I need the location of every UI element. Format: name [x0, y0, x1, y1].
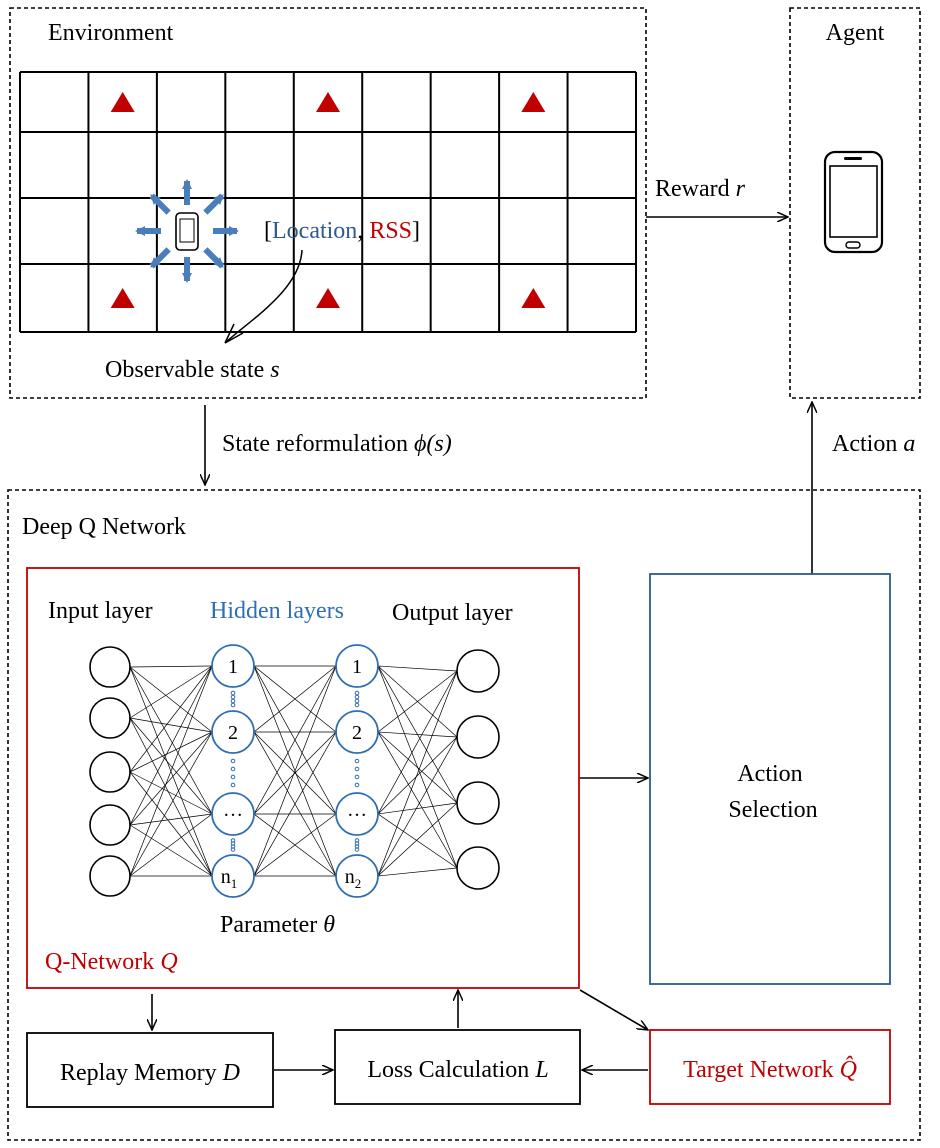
- hidden-node-layer2: [335, 644, 379, 688]
- replay-memory-box: [26, 1032, 274, 1108]
- loss-calculation-box: [334, 1029, 581, 1105]
- state-rss: RSS: [369, 218, 412, 244]
- target-network-box: [649, 1029, 891, 1105]
- q-network-label: Q-Network Q: [45, 949, 178, 975]
- output-layer-label: Output layer: [392, 600, 513, 626]
- dqn-box: [7, 489, 921, 1141]
- hidden-node-layer1: [211, 644, 255, 688]
- hidden-node-layer2: [335, 854, 379, 898]
- access-point-triangle-icon: [316, 92, 340, 112]
- parameter-label: Parameter θ: [220, 912, 335, 938]
- input-node: [89, 855, 131, 897]
- dqn-title: Deep Q Network: [22, 514, 186, 540]
- loss-calculation-label: Loss Calculation L: [367, 1057, 548, 1083]
- environment-grid: [19, 71, 637, 333]
- q-network-box: [26, 567, 580, 989]
- output-node: [456, 846, 500, 890]
- output-node: [456, 649, 500, 693]
- state-vector: [Location, RSS]: [264, 218, 420, 244]
- input-node: [89, 646, 131, 688]
- hidden-node-layer1: [211, 854, 255, 898]
- hidden-node-layer2-label: …: [347, 799, 367, 821]
- hidden-node-layer1-label: 1: [228, 656, 238, 678]
- network-connections: [129, 665, 458, 877]
- replay-memory-label: Replay Memory D: [60, 1060, 240, 1086]
- state-pointer-line: [224, 249, 303, 344]
- agent-title: Agent: [826, 20, 885, 46]
- state-reformulation-label: State reformulation ϕ(s): [222, 431, 452, 457]
- hidden-node-layer2: [335, 710, 379, 754]
- state-open-bracket: [: [264, 218, 272, 244]
- action-selection-box: [649, 573, 891, 985]
- access-point-triangle-icon: [110, 92, 135, 112]
- state-comma: ,: [357, 218, 369, 244]
- hidden-node-layer1-label: …: [223, 799, 243, 821]
- hidden-node-layer1: [211, 710, 255, 754]
- hidden-node-layer1-label: 2: [228, 722, 238, 744]
- action-selection-line2: Selection: [728, 797, 817, 823]
- access-point-triangle-icon: [316, 288, 340, 308]
- action-label: Action a: [832, 431, 915, 457]
- mobile-user: [135, 179, 239, 283]
- reward-label: Reward r: [655, 176, 746, 202]
- environment-title: Environment: [48, 20, 174, 46]
- agent-box: [789, 7, 921, 399]
- target-network-label: Target Network Q̂: [683, 1056, 857, 1083]
- state-location: Location: [272, 218, 357, 244]
- state-close-bracket: ]: [412, 218, 420, 244]
- hidden-layers-label: Hidden layers: [210, 598, 344, 624]
- input-layer-label: Input layer: [48, 598, 153, 624]
- access-point-triangle-icon: [521, 288, 546, 308]
- observable-state-label: Observable state s: [105, 357, 280, 383]
- input-node: [89, 697, 131, 739]
- output-node: [456, 715, 500, 759]
- hidden-node-layer1: [211, 792, 255, 836]
- environment-box: [9, 7, 647, 399]
- hidden-node-layer2-label: 1: [352, 656, 362, 678]
- hidden-node-layer2-label: 2: [352, 722, 362, 744]
- hidden-node-layer2: [335, 792, 379, 836]
- access-point-triangle-icon: [521, 92, 546, 112]
- output-node: [456, 781, 500, 825]
- movement-arrows-icon: [135, 179, 239, 283]
- access-point-triangle-icon: [110, 288, 135, 308]
- q-to-target-arrow: [579, 989, 648, 1030]
- input-node: [89, 804, 131, 846]
- smartphone-icon: [823, 150, 884, 254]
- action-selection-line1: Action: [737, 761, 802, 787]
- input-node: [89, 751, 131, 793]
